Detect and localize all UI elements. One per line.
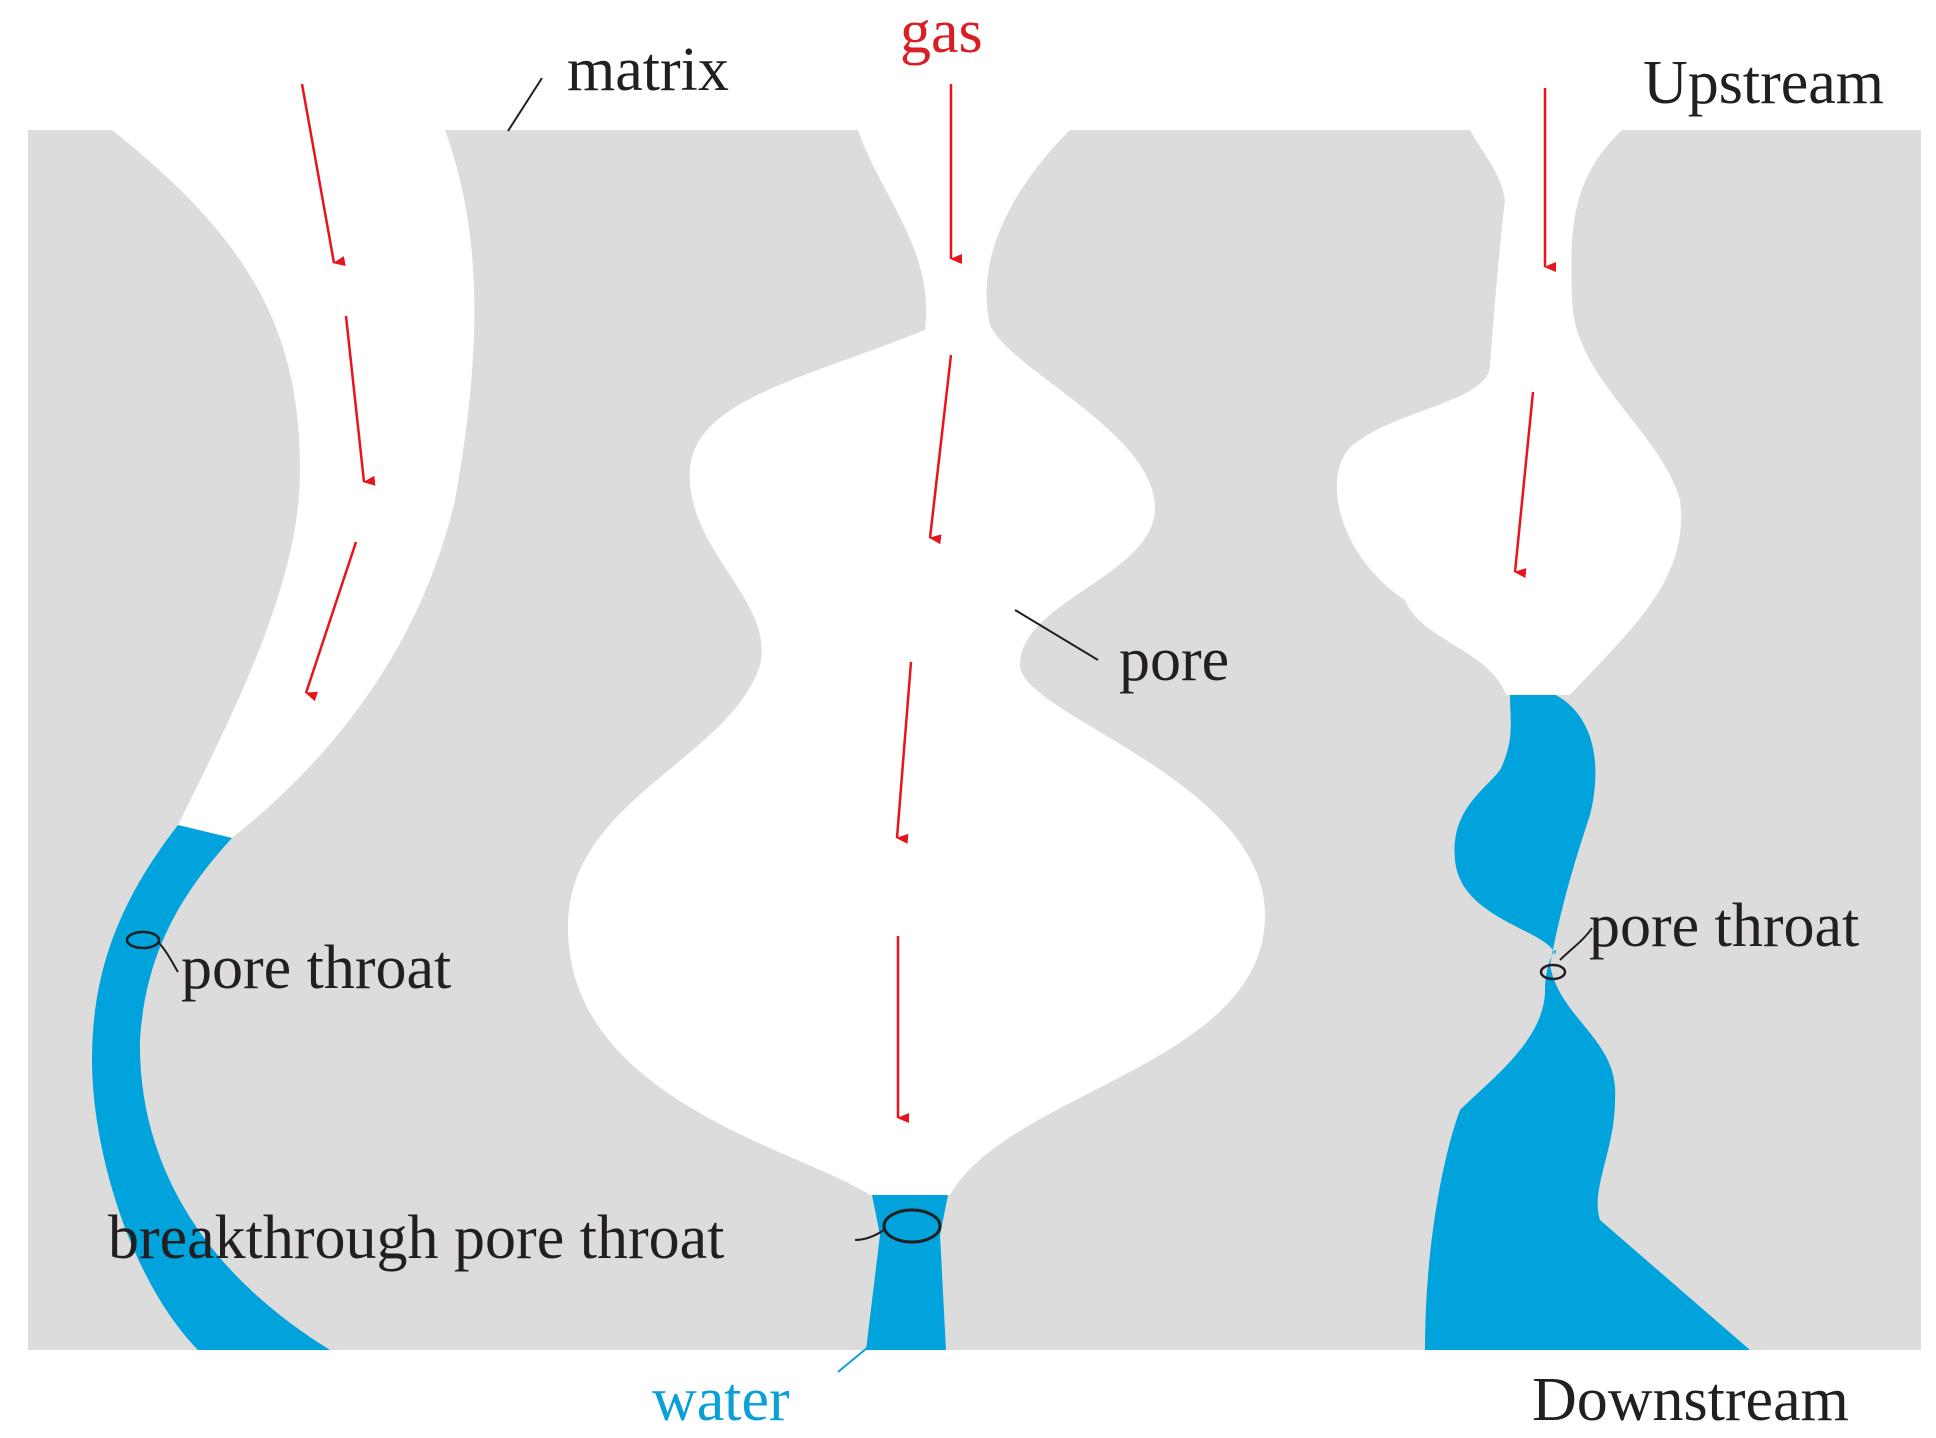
gas-label: gas (900, 0, 983, 66)
breakthrough-leader-line (854, 1229, 885, 1241)
downstream-label: Downstream (1532, 1366, 1849, 1434)
left-channel-pore-space (112, 130, 475, 838)
gas-arrow (895, 661, 913, 844)
right-channel-water (1425, 695, 1750, 1350)
breakthrough-throat-marker (882, 1208, 942, 1244)
pore-throat-label-right: pore throat (1589, 892, 1859, 960)
right-throat-leader-line (1559, 927, 1593, 961)
pore-throat-label-left: pore throat (181, 934, 451, 1002)
left-throat-leader-line (157, 941, 179, 973)
matrix-leader-line (507, 77, 543, 132)
gas-arrow (1513, 391, 1535, 579)
right-channel-pore-space (1336, 130, 1682, 695)
pore-label: pore (1119, 626, 1229, 694)
matrix-label: matrix (567, 36, 729, 104)
gas-arrow (304, 541, 358, 702)
right-pore-throat-marker (1539, 963, 1567, 981)
breakthrough-pore-throat-label: breakthrough pore throat (108, 1204, 724, 1272)
pore-leader-line (1014, 609, 1099, 661)
gas-arrow (928, 354, 953, 545)
water-label: water (652, 1366, 790, 1434)
middle-channel-pore-space (567, 130, 1265, 1195)
left-channel-water (92, 825, 330, 1350)
water-leader-line (837, 1347, 868, 1373)
upstream-label: Upstream (1643, 49, 1884, 117)
left-pore-throat-marker (125, 930, 161, 950)
gas-arrow (300, 83, 346, 266)
gas-arrow (344, 315, 376, 486)
